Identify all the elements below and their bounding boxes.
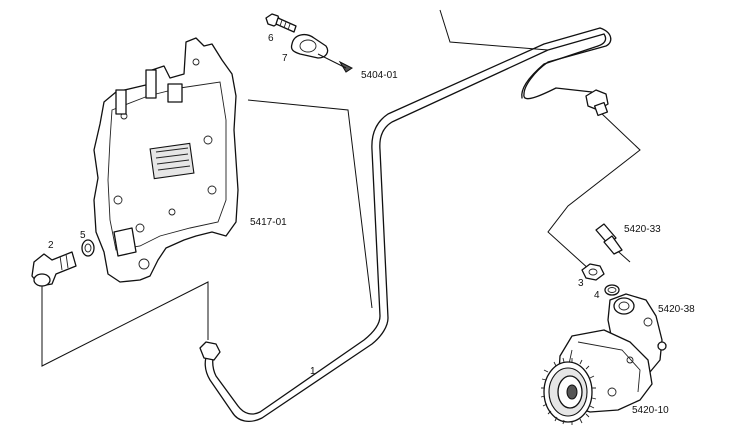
adapter-3	[581, 263, 605, 281]
label-2: 2	[48, 240, 54, 251]
seal-4	[604, 284, 620, 296]
label-5420-10: 5420-10	[632, 405, 669, 416]
label-7: 7	[282, 53, 288, 64]
elbow-fitting-2	[31, 251, 77, 287]
bolt-6	[265, 13, 297, 33]
clamp-7	[290, 33, 353, 73]
label-5417-01: 5417-01	[250, 217, 287, 228]
label-5: 5	[80, 230, 86, 241]
pump-5420-10	[540, 329, 653, 425]
engine-plate	[93, 37, 239, 283]
leader-lines	[41, 9, 641, 367]
label-3: 3	[578, 278, 584, 289]
pipe-1	[199, 27, 612, 423]
sensor-5420-33	[595, 223, 623, 255]
callout-labels: 6 7 5404-01 5417-01 2 5 1 5420-33 3 4 54…	[48, 33, 695, 416]
label-4: 4	[594, 290, 600, 301]
pipe-union-nut	[199, 341, 221, 361]
label-5404-01: 5404-01	[361, 70, 398, 81]
label-5420-38: 5420-38	[658, 304, 695, 315]
label-1: 1	[310, 366, 316, 377]
label-6: 6	[268, 33, 274, 44]
washer-5	[81, 239, 95, 257]
label-5420-33: 5420-33	[624, 224, 661, 235]
